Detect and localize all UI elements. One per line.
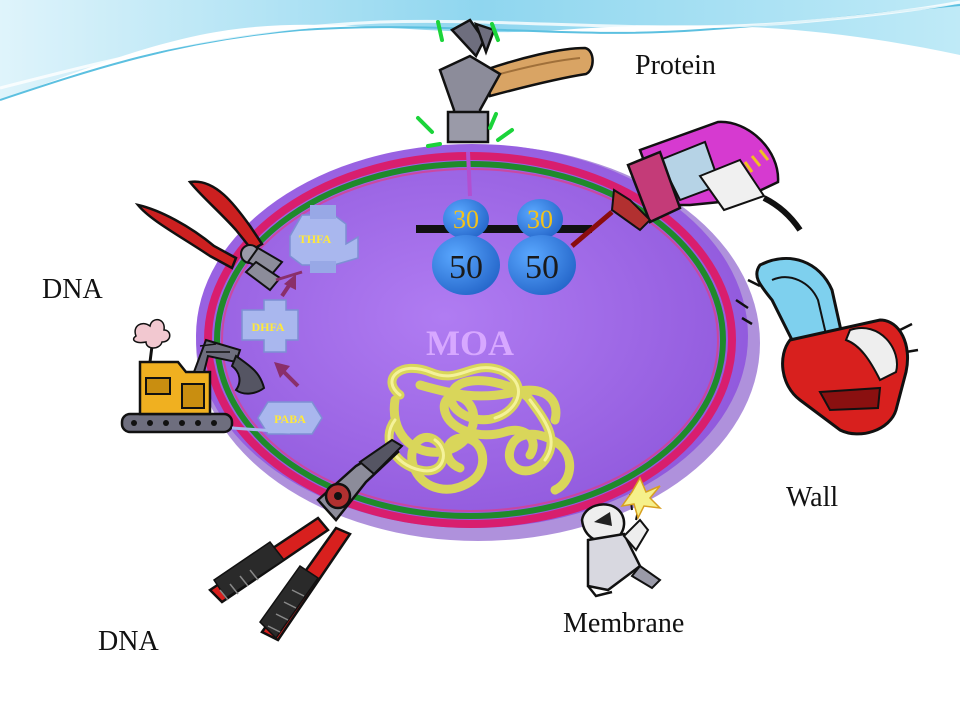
mrna-strand — [416, 225, 592, 233]
ribosome-2-small-label: 30 — [527, 205, 553, 234]
dna-pliers-icon — [134, 180, 303, 292]
wall-label: Wall — [786, 482, 839, 513]
arrow-paba-to-dhfa — [274, 362, 300, 388]
dna-label-bottom: DNA — [98, 626, 159, 657]
excavator-icon — [120, 318, 291, 434]
arrow-dhfa-to-thfa — [280, 274, 296, 298]
dhfa-label: DHFA — [251, 320, 284, 334]
ribosome-1-large-label: 50 — [449, 249, 483, 286]
ribosome-2: 30 50 — [508, 199, 576, 295]
paba-label: PABA — [274, 412, 306, 426]
moa-label: MOA — [426, 323, 514, 363]
protein-label: Protein — [635, 50, 716, 81]
ribosome-1-small-label: 30 — [453, 205, 479, 234]
thfa-label: THFA — [299, 232, 332, 246]
paba-node: PABA — [257, 401, 323, 435]
folate-pathway: THFA DHFA PABA — [241, 205, 359, 435]
membrane-label: Membrane — [563, 608, 685, 639]
ribosome-1: 30 50 — [432, 199, 500, 295]
ribosome-small-subunit — [443, 199, 489, 239]
ribosome-large-subunit — [432, 235, 500, 295]
ribosome-large-subunit — [508, 235, 576, 295]
ribosome-small-subunit — [517, 199, 563, 239]
thfa-node: THFA — [289, 205, 359, 273]
dna-label-top: DNA — [42, 274, 103, 305]
bolt-cutter-icon — [208, 438, 404, 642]
dna-strand-highlight — [387, 366, 553, 473]
hammer-icon — [416, 18, 594, 197]
dhfa-node: DHFA — [241, 299, 299, 353]
astronaut-icon — [580, 476, 663, 598]
chainsaw-icon — [735, 256, 919, 436]
drill-icon — [570, 120, 803, 248]
ribosome-2-large-label: 50 — [525, 249, 559, 286]
